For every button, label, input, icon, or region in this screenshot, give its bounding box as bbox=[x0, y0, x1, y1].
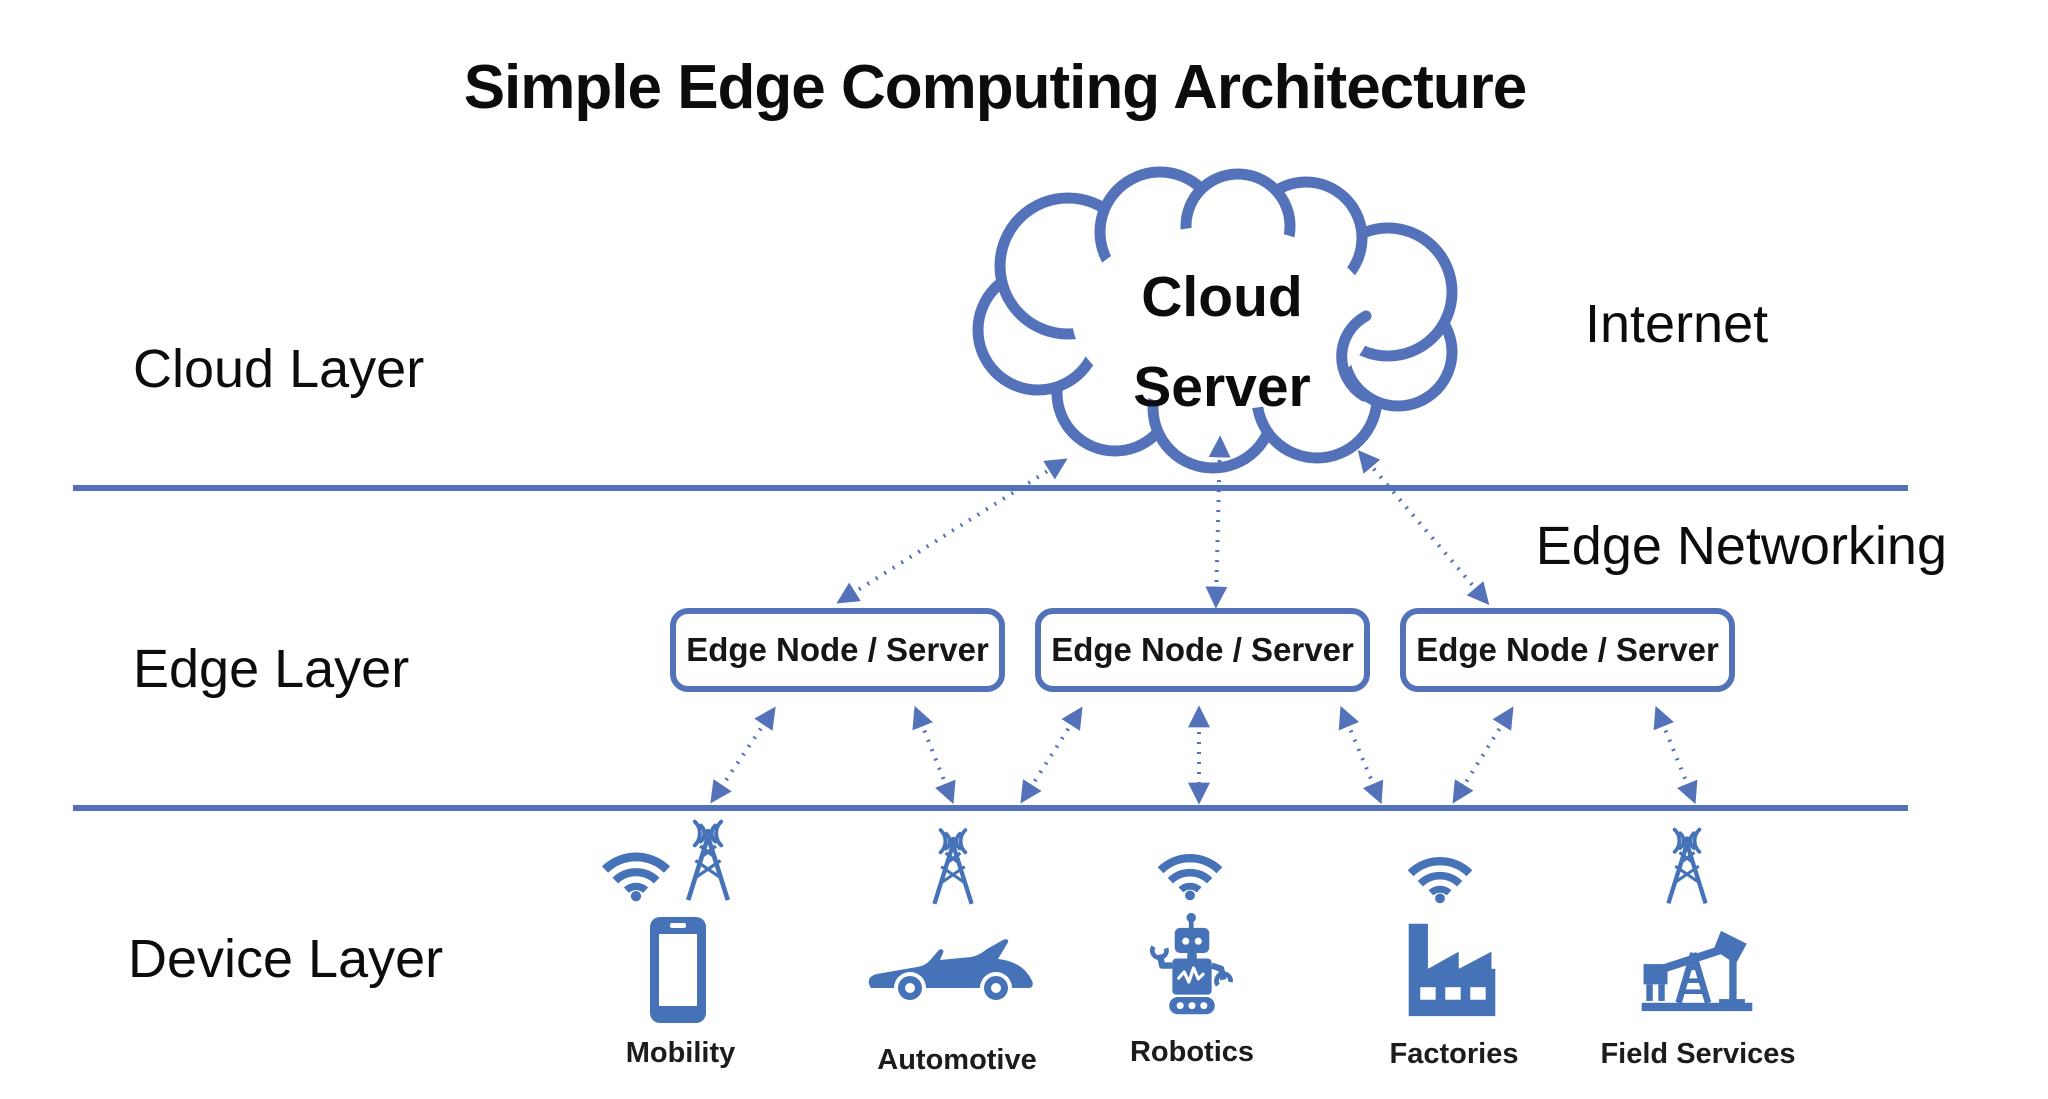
edge-node-label: Edge Node / Server bbox=[686, 631, 989, 668]
robot-icon bbox=[1149, 912, 1233, 1015]
wifi-icon bbox=[1157, 854, 1223, 901]
dotted-arrow bbox=[710, 706, 776, 804]
device-group-field-services: Field Services bbox=[1588, 824, 1808, 1074]
edge-networking-label: Edge Networking bbox=[1535, 516, 1947, 576]
edge-node-label: Edge Node / Server bbox=[1416, 631, 1719, 668]
dotted-arrow bbox=[1020, 706, 1083, 804]
radio-tower-icon bbox=[685, 819, 731, 901]
device-label: Factories bbox=[1389, 1038, 1519, 1070]
radio-tower-icon bbox=[932, 828, 974, 905]
smartphone-icon bbox=[650, 917, 706, 1023]
dotted-arrow bbox=[1653, 705, 1698, 805]
device-layer-label: Device Layer bbox=[128, 929, 444, 989]
dotted-arrow bbox=[912, 705, 956, 805]
dotted-arrow bbox=[1338, 705, 1384, 805]
edge-node-box-2: Edge Node / Server bbox=[1035, 608, 1370, 692]
cloud-server-label: Cloud Server bbox=[1133, 265, 1311, 419]
cloud-edge-arrows bbox=[836, 435, 1490, 609]
car-icon bbox=[868, 939, 1033, 1004]
device-group-mobility: Mobility bbox=[578, 815, 783, 1075]
wifi-icon bbox=[1407, 857, 1473, 904]
device-label: Robotics bbox=[1129, 1036, 1255, 1068]
oil-pump-icon bbox=[1641, 930, 1753, 1012]
page-title: Simple Edge Computing Architecture bbox=[463, 53, 1528, 122]
edge-layer-label: Edge Layer bbox=[133, 639, 410, 699]
device-group-robotics: Robotics bbox=[1092, 840, 1292, 1075]
device-label: Field Services bbox=[1600, 1038, 1796, 1070]
radio-tower-icon bbox=[1666, 827, 1708, 904]
cloud-layer-label: Cloud Layer bbox=[133, 339, 425, 399]
edge-node-label: Edge Node / Server bbox=[1051, 631, 1354, 668]
device-group-automotive: Automotive bbox=[852, 822, 1062, 1077]
device-label: Mobility bbox=[625, 1037, 736, 1069]
edge-node-box-1: Edge Node / Server bbox=[670, 608, 1005, 692]
dotted-arrow bbox=[1205, 435, 1231, 609]
dotted-arrow bbox=[836, 458, 1068, 604]
device-group-factories: Factories bbox=[1348, 842, 1560, 1077]
factory-icon bbox=[1408, 923, 1496, 1017]
dotted-arrow bbox=[1452, 706, 1514, 804]
wifi-icon bbox=[601, 852, 671, 902]
internet-label: Internet bbox=[1585, 294, 1769, 354]
device-label: Automotive bbox=[877, 1044, 1037, 1076]
edge-device-arrows bbox=[710, 705, 1698, 805]
edge-node-box-3: Edge Node / Server bbox=[1400, 608, 1735, 692]
